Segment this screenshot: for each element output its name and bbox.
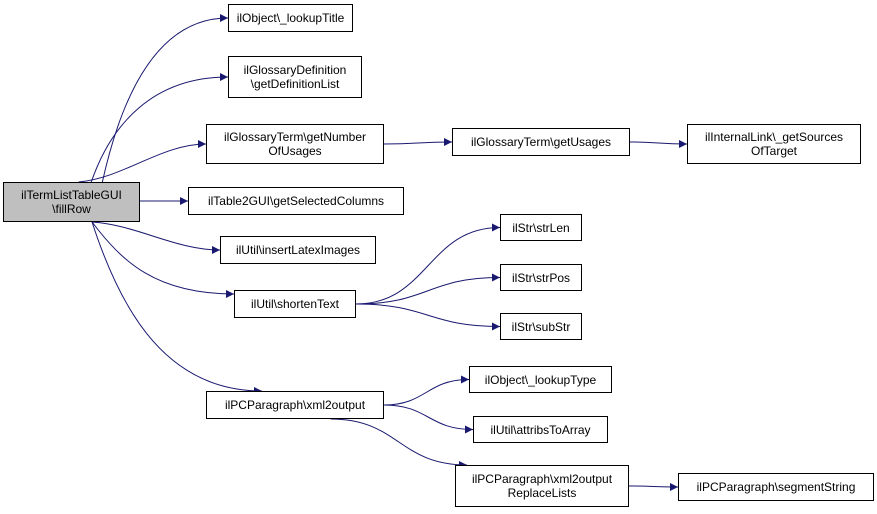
node-shorten-text[interactable]: ilUtil\shortenText [234, 290, 356, 318]
node-sub-str[interactable]: ilStr\subStr [500, 313, 582, 340]
edge-root-to-getDefinitionList [90, 73, 229, 183]
node-label-line: ReplaceLists [507, 486, 577, 500]
node-label-line: ilGlossaryDefinition [243, 63, 347, 77]
edge-root-to-getNumberOfUsages [78, 140, 207, 183]
edge-xml2outputReplaceLists-to-segmentString [628, 482, 679, 491]
node-str-len[interactable]: ilStr\strLen [500, 214, 582, 241]
node-label-line: \getDefinitionList [250, 77, 340, 91]
node-label-line: ilPCParagraph\xml2output [471, 472, 613, 486]
edge-shortenText-to-subStr [355, 303, 501, 331]
node-label-line: ilStr\subStr [511, 319, 571, 334]
node-lookup-title[interactable]: ilObject\_lookupTitle [228, 4, 353, 32]
edge-root-to-lookupTitle [101, 14, 229, 183]
node-label-line: OfTarget [750, 144, 798, 158]
node-label-line: ilPCParagraph\xml2output [224, 398, 366, 412]
edge-root-to-shortenText [91, 221, 235, 298]
node-segment-string[interactable]: ilPCParagraph\segmentString [678, 473, 874, 501]
node-label-line: ilTable2GUI\getSelectedColumns [207, 194, 385, 208]
node-attribs-to-array[interactable]: ilUtil\attribsToArray [473, 416, 608, 443]
node-label-line: ilObject\_lookupTitle [236, 11, 345, 25]
node-label-line: ilGlossaryTerm\getNumber [223, 130, 367, 144]
node-label-line: ilUtil\shortenText [250, 297, 340, 311]
node-label-line: ilUtil\insertLatexImages [235, 243, 361, 257]
edge-shortenText-to-strPos [355, 273, 501, 305]
node-xml2output[interactable]: ilPCParagraph\xml2output [206, 391, 384, 419]
node-label-line: ilUtil\attribsToArray [490, 422, 591, 437]
node-label-line: \fillRow [52, 202, 91, 216]
edge-xml2output-to-xml2outputReplaceLists [330, 418, 468, 469]
node-label-line: ilStr\strLen [512, 220, 570, 235]
node-get-usages[interactable]: ilGlossaryTerm\getUsages [452, 128, 630, 156]
edge-root-to-insertLatexImages [92, 221, 221, 254]
edge-xml2output-to-attribsToArray [383, 404, 474, 434]
node-get-definition-list[interactable]: ilGlossaryDefinition\getDefinitionList [228, 56, 362, 98]
node-lookup-type[interactable]: ilObject\_lookupType [469, 366, 612, 393]
edge-getNumberOfUsages-to-getUsages [383, 138, 453, 147]
edge-xml2output-to-lookupType [383, 375, 470, 406]
edge-getUsages-to-getSourcesOfTarget [629, 139, 688, 148]
node-label-line: ilInternalLink\_getSources [704, 130, 844, 144]
node-label-line: ilStr\strPos [511, 270, 570, 285]
edge-shortenText-to-strLen [355, 223, 501, 305]
node-str-pos[interactable]: ilStr\strPos [500, 264, 582, 291]
node-insert-latex-images[interactable]: ilUtil\insertLatexImages [220, 236, 376, 264]
node-label-line: ilTermListTableGUI [21, 188, 122, 202]
edge-root-to-xml2output [91, 221, 263, 395]
node-root: ilTermListTableGUI\fillRow [3, 182, 140, 222]
node-label-line: ilObject\_lookupType [484, 372, 597, 387]
node-label-line: OfUsages [268, 144, 322, 158]
node-label-line: ilPCParagraph\segmentString [696, 480, 856, 494]
node-label-line: ilGlossaryTerm\getUsages [470, 135, 612, 149]
node-get-selected-columns[interactable]: ilTable2GUI\getSelectedColumns [188, 187, 404, 215]
